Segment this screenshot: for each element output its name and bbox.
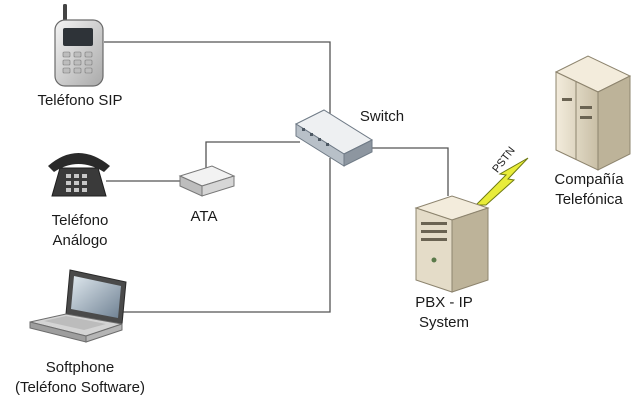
link-switch-pbx [362, 147, 449, 196]
telco-label-line2: Telefónica [555, 191, 623, 208]
link-softphone-switch [112, 158, 331, 313]
mobile-phone-icon [54, 4, 104, 87]
sip-phone-label: Teléfono SIP [37, 92, 123, 109]
ata-label: ATA [190, 208, 218, 225]
ata-adapter-icon [178, 165, 236, 197]
analog-phone-label-line1: Teléfono [51, 212, 109, 229]
desk-phone-icon [48, 153, 110, 197]
server-rack-icon [554, 55, 632, 171]
analog-phone-label: Teléfono Análogo [25, 211, 135, 251]
softphone-label-line2: (Teléfono Software) [14, 379, 146, 396]
softphone-label: Softphone (Teléfono Software) [0, 358, 160, 398]
switch-label: Switch [359, 108, 405, 125]
network-switch-icon [294, 109, 374, 167]
pbx-label: PBX - IP System [398, 293, 490, 333]
softphone-label-line1: Softphone [45, 359, 115, 376]
lightning-bolt-icon [474, 157, 529, 206]
analog-phone-label-line2: Análogo [52, 232, 108, 249]
telco-label: Compañía Telefónica [538, 170, 640, 210]
telco-label-line1: Compañía [554, 171, 624, 188]
server-tower-icon [414, 195, 490, 293]
link-sip-switch [104, 41, 331, 118]
laptop-icon [29, 269, 127, 343]
connection-lines [104, 41, 449, 313]
link-ata-switch [205, 141, 300, 168]
pbx-label-line1: PBX - IP [415, 294, 473, 311]
pbx-label-line2: System [418, 314, 469, 331]
